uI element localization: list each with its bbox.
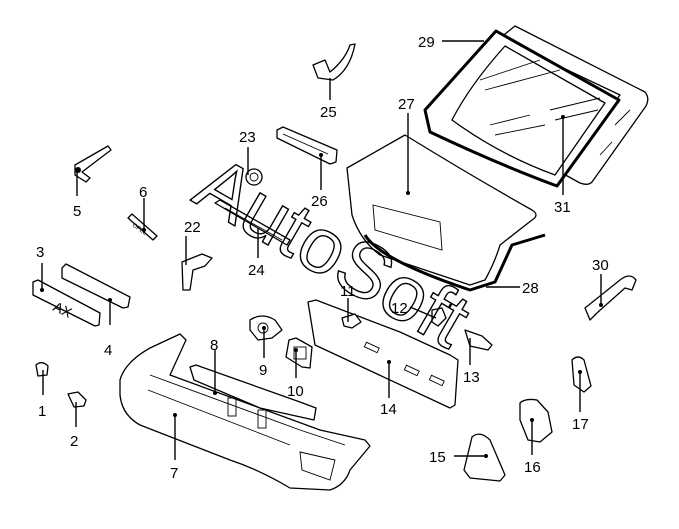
callout-24[interactable]: 24 xyxy=(248,262,265,279)
part-10-plate-lamp[interactable] xyxy=(285,337,313,369)
callout-10[interactable]: 10 xyxy=(287,383,304,400)
callout-16[interactable]: 16 xyxy=(524,459,541,476)
callout-17[interactable]: 17 xyxy=(572,416,589,433)
part-23-grommet[interactable] xyxy=(245,168,263,186)
part-27-trunk-lid[interactable] xyxy=(346,134,546,292)
part-29-window-seal[interactable] xyxy=(423,29,621,188)
part-7-bumper-cover[interactable] xyxy=(119,333,371,491)
part-13-connector[interactable] xyxy=(464,329,493,351)
callout-29[interactable]: 29 xyxy=(418,34,435,51)
part-4-license-plate-bracket[interactable] xyxy=(61,263,131,309)
part-24-handle-trim[interactable] xyxy=(214,199,291,246)
callout-6[interactable]: 6 xyxy=(139,184,147,201)
part-30-hinge-arm[interactable] xyxy=(584,275,637,321)
part-22-lock-actuator[interactable] xyxy=(181,253,213,291)
part-8-bumper-absorber[interactable] xyxy=(189,364,317,429)
callout-25[interactable]: 25 xyxy=(320,104,337,121)
callout-3[interactable]: 3 xyxy=(36,244,44,261)
callout-27[interactable]: 27 xyxy=(398,96,415,113)
part-2-clip-fastener[interactable] xyxy=(67,391,87,408)
callout-9[interactable]: 9 xyxy=(259,362,267,379)
callout-26[interactable]: 26 xyxy=(311,193,328,210)
callout-15[interactable]: 15 xyxy=(429,449,446,466)
callout-14[interactable]: 14 xyxy=(380,401,397,418)
part-6-emblem[interactable]: OPEL xyxy=(127,213,158,241)
part-31-rear-window-glass[interactable] xyxy=(499,25,649,185)
part-5-bracket[interactable] xyxy=(74,145,112,183)
callout-1[interactable]: 1 xyxy=(38,403,46,420)
part-1-clip[interactable] xyxy=(35,362,49,377)
callout-30[interactable]: 30 xyxy=(592,257,609,274)
callout-4[interactable]: 4 xyxy=(104,342,112,359)
callout-22[interactable]: 22 xyxy=(184,219,201,236)
callout-5[interactable]: 5 xyxy=(73,203,81,220)
part-25-hinge[interactable] xyxy=(312,43,356,81)
callout-12[interactable]: 12 xyxy=(391,300,408,317)
part-12-clip[interactable] xyxy=(431,307,447,327)
callout-23[interactable]: 23 xyxy=(239,129,256,146)
callout-2[interactable]: 2 xyxy=(70,433,78,450)
part-17-tail-lamp-holder[interactable] xyxy=(571,356,592,393)
part-15-tail-lamp-lens[interactable] xyxy=(463,433,506,482)
leader-lines xyxy=(40,40,603,460)
plate-text: AX xyxy=(51,298,75,321)
part-11-clip[interactable] xyxy=(341,313,362,329)
part-26-brake-light[interactable] xyxy=(276,126,338,165)
callout-11[interactable]: 11 xyxy=(340,283,356,300)
callout-8[interactable]: 8 xyxy=(210,337,218,354)
callout-28[interactable]: 28 xyxy=(522,280,539,297)
part-16-tail-lamp-housing[interactable] xyxy=(519,398,553,443)
callout-7[interactable]: 7 xyxy=(170,465,178,482)
callout-13[interactable]: 13 xyxy=(463,369,480,386)
part-3-license-plate[interactable]: AX xyxy=(32,279,101,327)
callout-31[interactable]: 31 xyxy=(554,199,571,216)
callout-labels: 1 2 3 4 5 6 7 8 9 10 11 12 13 14 15 16 1… xyxy=(36,34,609,482)
